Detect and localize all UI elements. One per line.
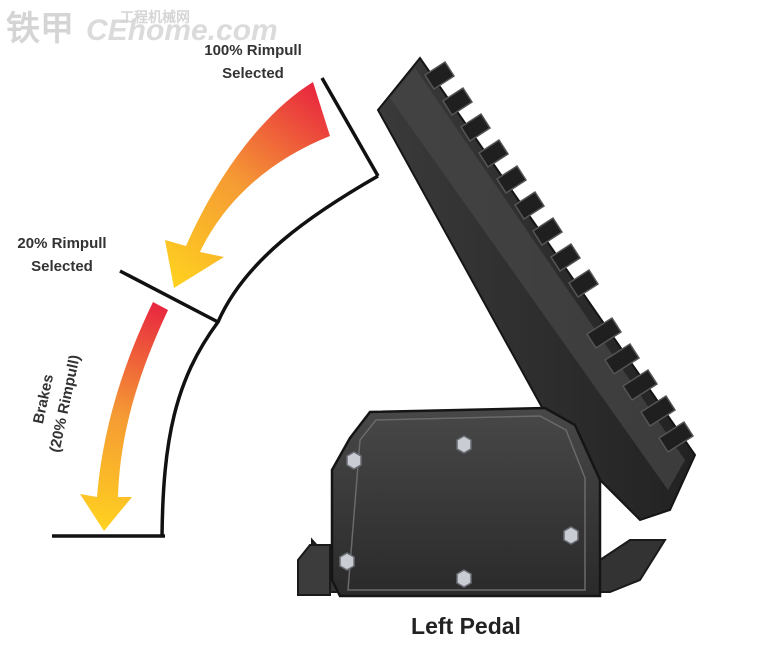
pedal-illustration	[297, 56, 697, 598]
bolt-icon	[339, 552, 355, 571]
label-100-rimpull: 100% Rimpull	[204, 42, 302, 59]
bolt-icon	[456, 569, 472, 588]
arrow-brakes	[80, 302, 168, 531]
label-20-selected: Selected	[31, 258, 93, 275]
pedal-bolts	[339, 435, 579, 588]
watermark-brand: 铁甲	[6, 10, 74, 48]
bolt-icon	[563, 526, 579, 545]
watermark: 铁甲 CEhome.com 工程机械网	[6, 9, 278, 48]
arrow-100-to-20	[165, 82, 330, 288]
watermark-site: CEhome.com	[86, 14, 278, 47]
pedal-caption: Left Pedal	[411, 613, 521, 639]
label-100-selected: Selected	[222, 65, 284, 82]
label-brakes-rimpull: (20% Rimpull)	[46, 353, 83, 454]
label-brakes-group: Brakes (20% Rimpull)	[30, 353, 84, 454]
bolt-icon	[456, 435, 472, 454]
pedal-treads	[423, 60, 695, 454]
arc-mid-line	[119, 269, 219, 324]
travel-arc	[52, 77, 380, 538]
pedal-housing	[330, 406, 602, 598]
arc-top-line	[320, 77, 380, 177]
watermark-tagline: 工程机械网	[120, 9, 190, 25]
bolt-icon	[346, 451, 362, 470]
label-20-rimpull: 20% Rimpull	[17, 235, 106, 252]
